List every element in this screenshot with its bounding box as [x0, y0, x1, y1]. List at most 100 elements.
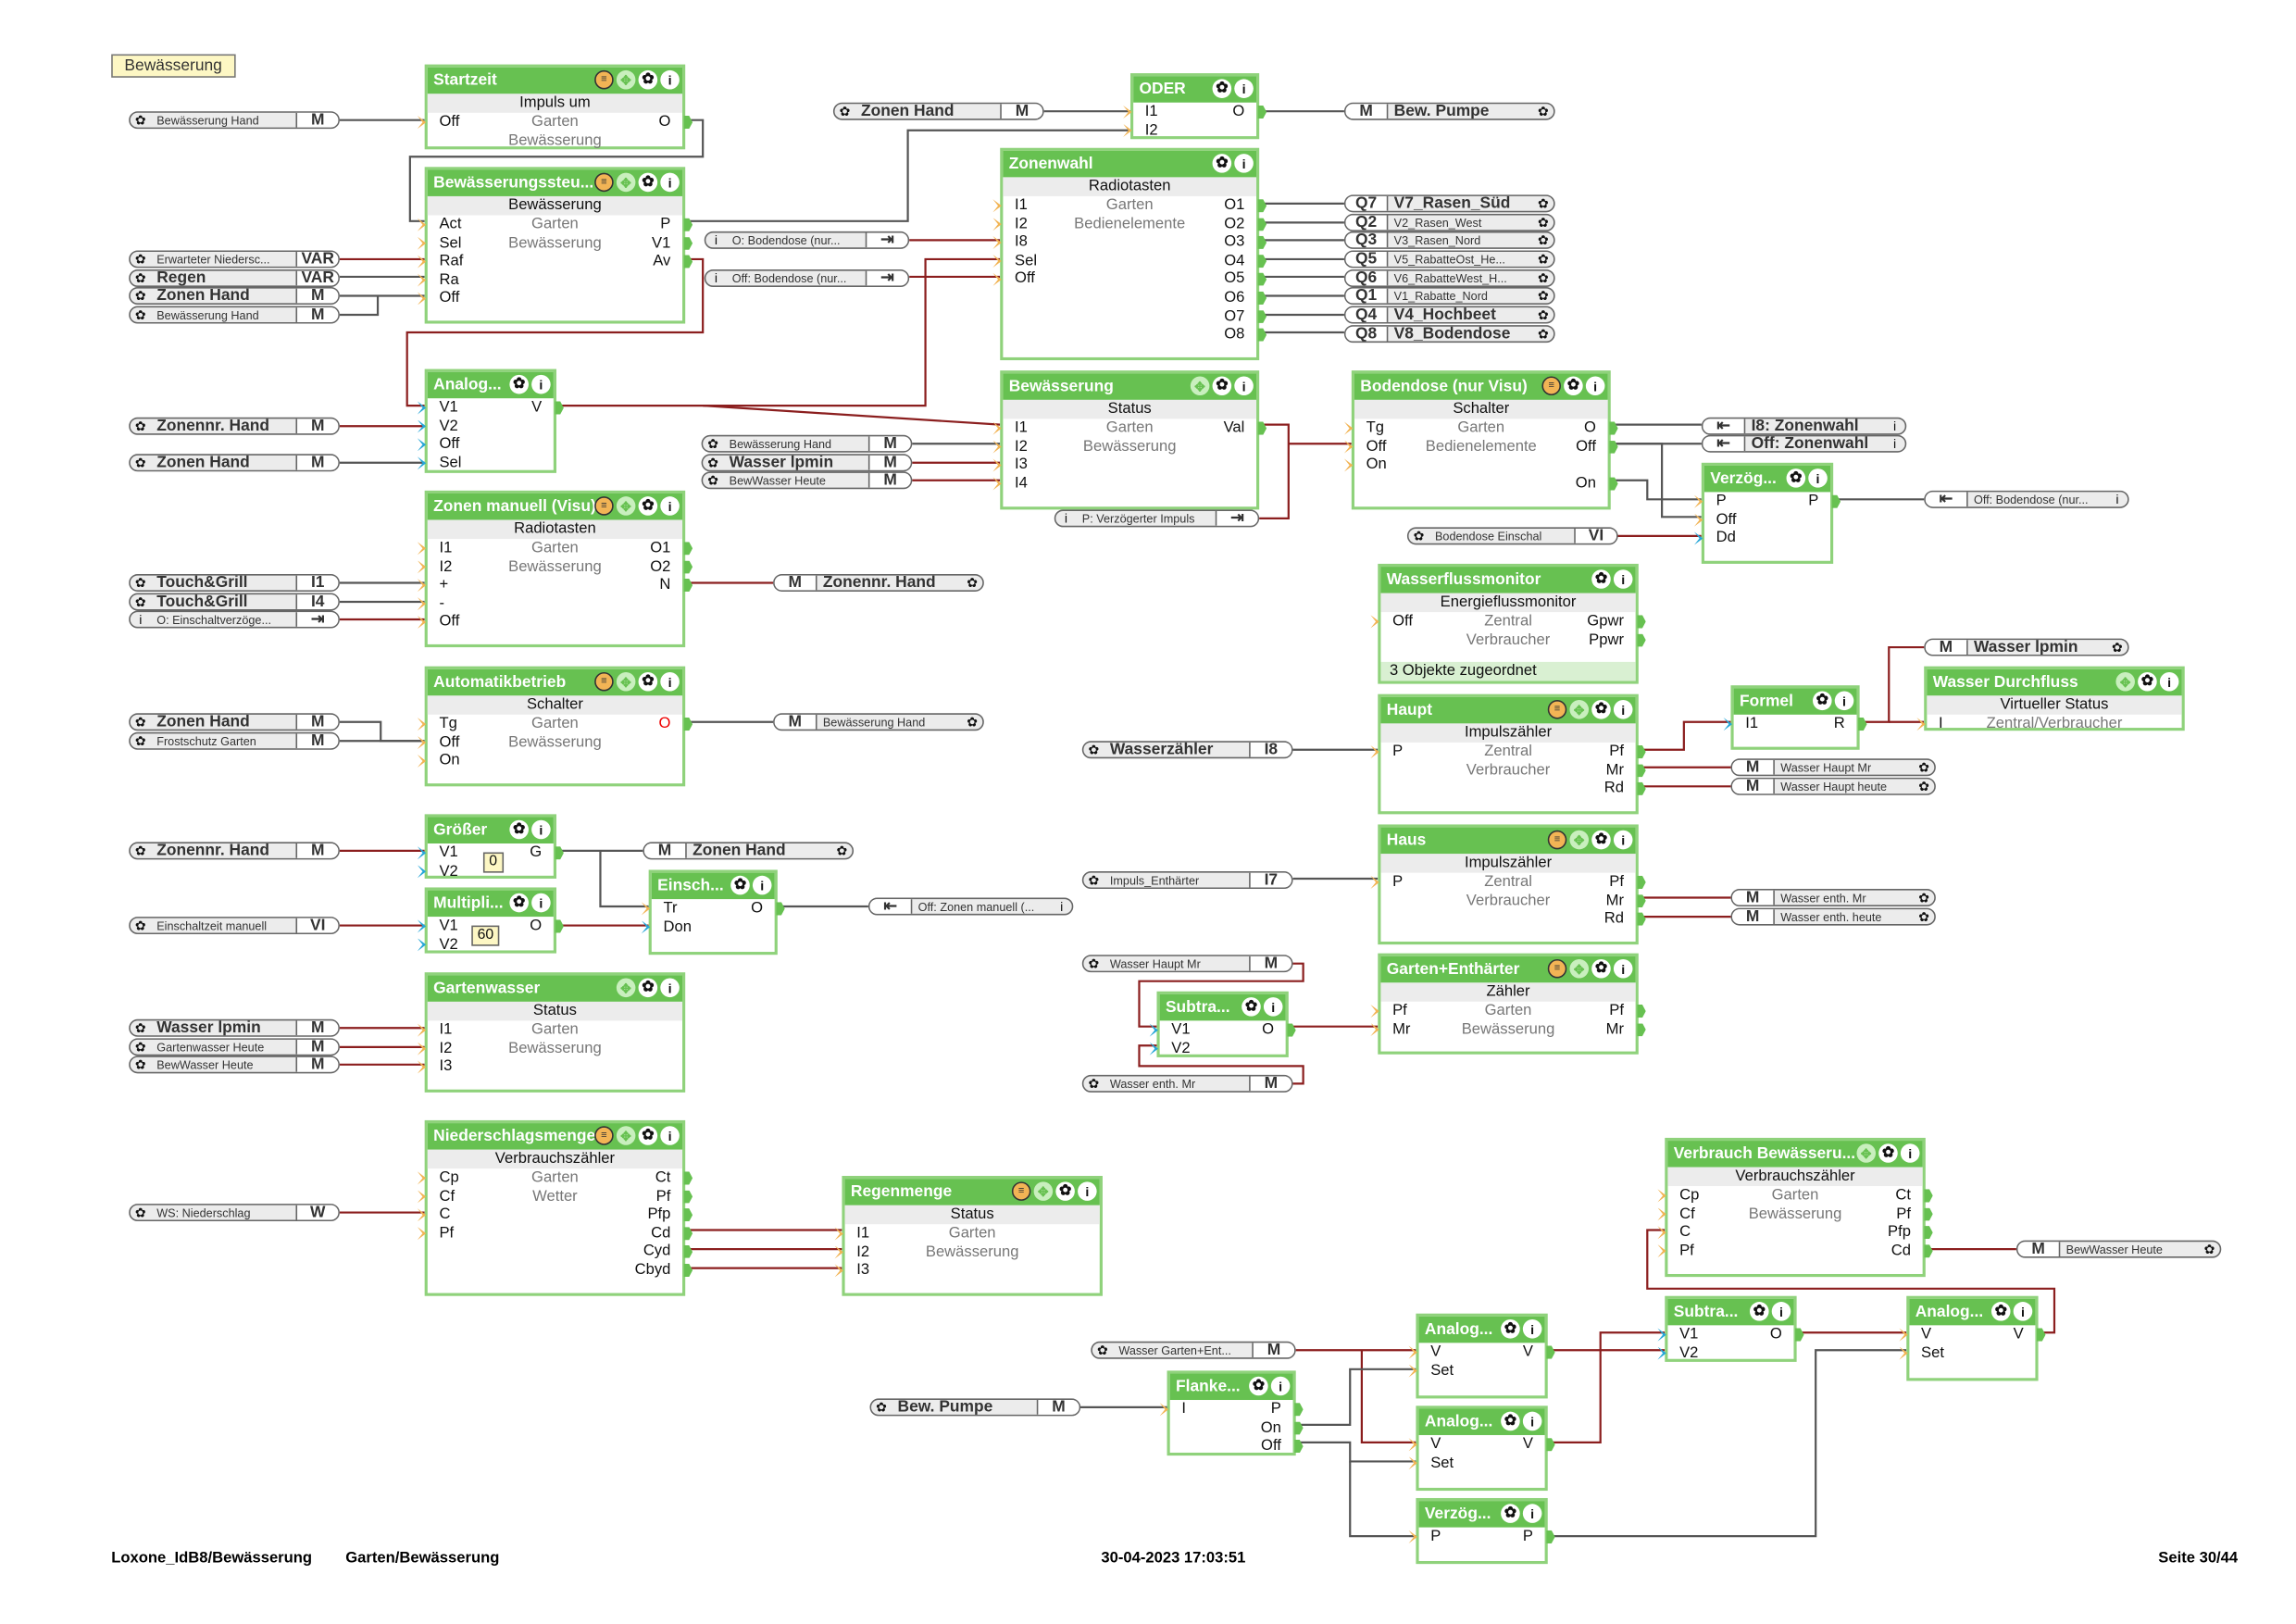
block-header[interactable]: ODER✿i [1133, 76, 1257, 103]
output-port[interactable] [1257, 235, 1267, 250]
gear-icon[interactable]: ✿ [1242, 997, 1261, 1017]
gear-icon[interactable]: ✿ [1538, 214, 1549, 230]
gear-icon[interactable]: ✿ [2138, 671, 2157, 692]
visualization-icon[interactable]: ≡ [594, 671, 614, 692]
block-header[interactable]: Bewässerungssteu...≡✥✿i [427, 169, 683, 196]
block-header[interactable]: Analog...✿i [427, 371, 554, 399]
output-port[interactable] [1858, 717, 1867, 731]
info-icon[interactable]: i [1234, 376, 1254, 396]
gear-icon[interactable]: ✿ [134, 1204, 146, 1219]
gear-icon[interactable]: ✿ [134, 1019, 146, 1035]
output-port[interactable] [1294, 1440, 1304, 1454]
move-icon[interactable]: ✥ [1033, 1181, 1054, 1201]
info-icon[interactable]: i [714, 232, 718, 248]
gear-icon[interactable]: ✿ [967, 714, 979, 729]
visualization-icon[interactable]: ≡ [1547, 700, 1567, 719]
gear-icon[interactable]: ✿ [134, 843, 146, 858]
connector-off-zonen-manuell[interactable]: ⇤Off: Zonen manuell (...i [867, 897, 1074, 916]
gear-icon[interactable]: ✿ [1538, 251, 1549, 267]
block-header[interactable]: Gartenwasser✥✿i [427, 975, 683, 1002]
output-port[interactable] [1257, 218, 1267, 231]
output-port[interactable] [555, 846, 564, 860]
output-port[interactable] [776, 902, 785, 916]
gear-icon[interactable]: ✿ [2203, 1241, 2215, 1256]
move-icon[interactable]: ✥ [616, 69, 636, 90]
info-icon[interactable]: i [660, 69, 680, 90]
info-icon[interactable]: i [1522, 1411, 1542, 1431]
gear-icon[interactable]: ✿ [134, 269, 146, 285]
connector-off-bodendose-nur[interactable]: ⇤Off: Bodendose (nur...i [1924, 490, 2129, 508]
gear-icon[interactable]: ✿ [707, 455, 719, 469]
output-port[interactable] [1294, 1421, 1304, 1435]
gear-icon[interactable]: ✿ [1212, 154, 1232, 173]
block-header[interactable]: Automatikbetrieb≡✥✿i [427, 668, 683, 696]
constant-value[interactable]: 60 [471, 925, 500, 946]
visualization-icon[interactable]: ≡ [594, 172, 614, 193]
info-icon[interactable]: i [531, 374, 551, 394]
block-header[interactable]: Startzeit≡✥✿i [427, 67, 683, 94]
gear-icon[interactable]: ✿ [1591, 830, 1611, 850]
output-port[interactable] [1831, 494, 1841, 508]
info-icon[interactable]: i [1234, 79, 1254, 98]
gear-icon[interactable]: ✿ [134, 714, 146, 729]
block-header[interactable]: Zonenwahl✿i [1003, 150, 1257, 178]
gear-icon[interactable]: ✿ [1088, 742, 1100, 756]
connector-erwarteter-niedersc[interactable]: ✿Erwarteter Niedersc...VAR [129, 250, 340, 269]
gear-icon[interactable]: ✿ [1538, 231, 1549, 247]
output-port[interactable] [1257, 254, 1267, 269]
block-header[interactable]: Bewässerung✥✿i [1003, 373, 1257, 400]
output-port[interactable] [1257, 272, 1267, 287]
visualization-icon[interactable]: ≡ [594, 496, 614, 516]
output-port[interactable] [1546, 1345, 1555, 1359]
info-icon[interactable]: i [1064, 510, 1067, 526]
move-icon[interactable]: ✥ [616, 671, 636, 692]
gear-icon[interactable]: ✿ [509, 893, 529, 913]
gear-icon[interactable]: ✿ [1538, 287, 1549, 303]
gear-icon[interactable]: ✿ [1501, 1504, 1520, 1523]
move-icon[interactable]: ✥ [616, 978, 636, 998]
output-port[interactable] [1637, 781, 1646, 796]
info-icon[interactable]: i [660, 671, 680, 692]
move-icon[interactable]: ✥ [1190, 376, 1210, 396]
block-header[interactable]: Flanke...✿i [1169, 1373, 1293, 1401]
block-header[interactable]: Regenmenge≡✥✿i [844, 1179, 1100, 1206]
output-port[interactable] [683, 717, 693, 731]
gear-icon[interactable]: ✿ [1538, 269, 1549, 285]
block-header[interactable]: Verzög...✿i [1703, 465, 1830, 493]
info-icon[interactable]: i [1613, 569, 1633, 589]
gear-icon[interactable]: ✿ [134, 1039, 146, 1054]
visualization-icon[interactable]: ≡ [1541, 376, 1561, 396]
visualization-icon[interactable]: ≡ [1547, 830, 1567, 850]
info-icon[interactable]: i [139, 612, 143, 627]
gear-icon[interactable]: ✿ [1591, 958, 1611, 979]
info-icon[interactable]: i [1234, 154, 1254, 173]
block-header[interactable]: Subtra...✿i [1159, 993, 1286, 1021]
